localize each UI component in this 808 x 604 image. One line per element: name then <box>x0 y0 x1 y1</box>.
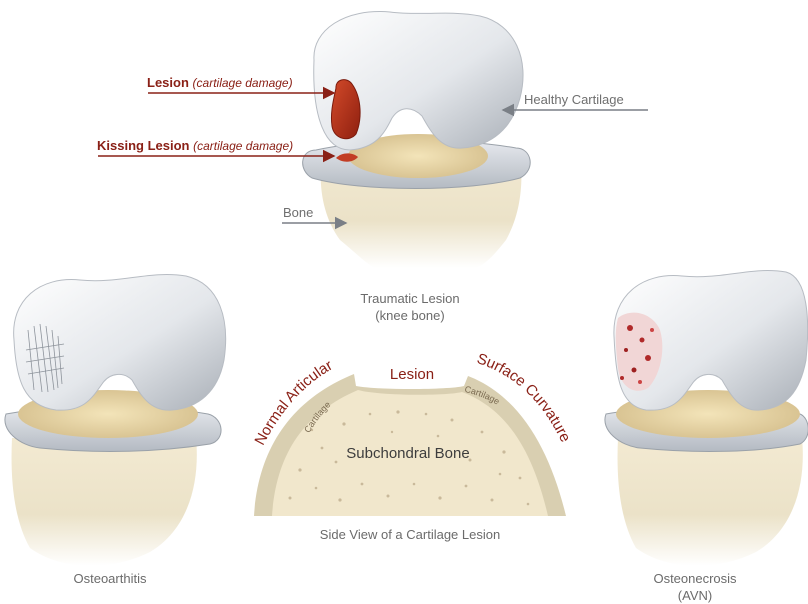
traumatic-knee-illustration <box>303 12 531 269</box>
osteoarthritis-knee-illustration <box>5 274 226 565</box>
osteoarthritis-caption: Osteoarthitis <box>40 570 180 587</box>
lesion-label: Lesion (cartilage damage) <box>147 75 293 90</box>
traumatic-lesion-caption-line2: (knee bone) <box>330 307 490 324</box>
osteonecrosis-caption-line1: Osteonecrosis <box>620 570 770 587</box>
kissing-lesion-label-note: (cartilage damage) <box>193 139 293 153</box>
lesion-label-note: (cartilage damage) <box>193 76 293 90</box>
kissing-lesion-label-text: Kissing Lesion <box>97 138 189 153</box>
lesion-label-text: Lesion <box>147 75 189 90</box>
bone-label: Bone <box>283 205 313 220</box>
osteonecrosis-caption: Osteonecrosis (AVN) <box>620 570 770 604</box>
traumatic-lesion-caption-line1: Traumatic Lesion <box>330 290 490 307</box>
traumatic-lesion-caption: Traumatic Lesion (knee bone) <box>330 290 490 324</box>
side-lesion-label: Lesion <box>390 366 434 383</box>
healthy-cartilage-label: Healthy Cartilage <box>524 92 624 107</box>
osteonecrosis-caption-line2: (AVN) <box>620 587 770 604</box>
subchondral-bone-label: Subchondral Bone <box>346 445 469 462</box>
side-view-caption: Side View of a Cartilage Lesion <box>280 526 540 543</box>
kissing-lesion-label: Kissing Lesion (cartilage damage) <box>97 138 293 153</box>
